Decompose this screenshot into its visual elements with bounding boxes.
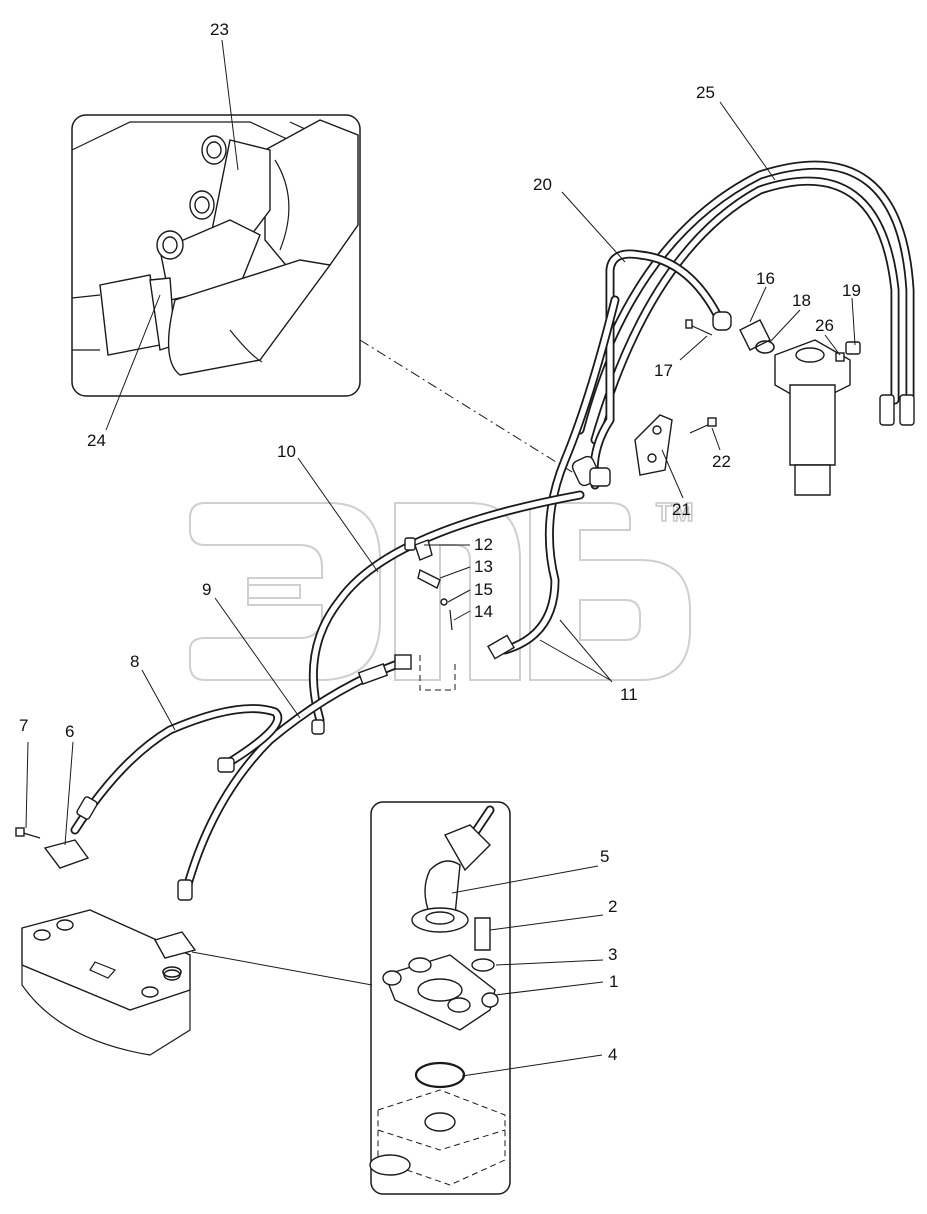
callout-25: 25: [696, 83, 715, 102]
screw-17: [685, 319, 713, 336]
watermark-logo: TM: [189, 496, 694, 681]
callout-11: 11: [620, 685, 638, 704]
manifold-block: [15, 827, 197, 1056]
callout-6: 6: [65, 722, 74, 741]
callout-23: 23: [210, 20, 229, 39]
callout-17: 17: [654, 361, 673, 380]
callout-21: 21: [672, 500, 691, 519]
callout-15: 15: [474, 580, 493, 599]
callout-24: 24: [87, 431, 106, 450]
callout-20: 20: [533, 175, 552, 194]
callout-10: 10: [277, 442, 296, 461]
leader-lines: [25, 39, 856, 1077]
watermark-tm: TM: [656, 497, 694, 527]
callout-12: 12: [474, 535, 493, 554]
detail-inset-top: [71, 114, 361, 397]
filter-housing: [739, 319, 861, 496]
callout-22: 22: [712, 452, 731, 471]
detail-inset-bottom: [369, 801, 511, 1195]
clamp-12-15: [414, 539, 453, 631]
callout-1: 1: [609, 972, 618, 991]
hose-fittings: [76, 311, 915, 901]
reference-line-lower: [191, 951, 373, 986]
callout-7: 7: [19, 716, 28, 735]
reference-line-upper: [359, 339, 586, 481]
callout-16: 16: [756, 269, 775, 288]
callout-8: 8: [130, 652, 139, 671]
callout-19: 19: [842, 281, 861, 300]
callout-26: 26: [815, 316, 834, 335]
callout-14: 14: [474, 602, 493, 621]
callout-13: 13: [474, 557, 493, 576]
callout-18: 18: [792, 291, 811, 310]
bracket-21: [634, 414, 717, 476]
callout-4: 4: [608, 1045, 617, 1064]
callout-2: 2: [608, 897, 617, 916]
hoses: [70, 160, 915, 900]
callout-5: 5: [600, 847, 609, 866]
callout-labels: 23 24 25 20 16 19 18 26 17 22 21 10 12 1…: [19, 20, 861, 1064]
callout-9: 9: [202, 580, 211, 599]
callout-3: 3: [608, 945, 617, 964]
